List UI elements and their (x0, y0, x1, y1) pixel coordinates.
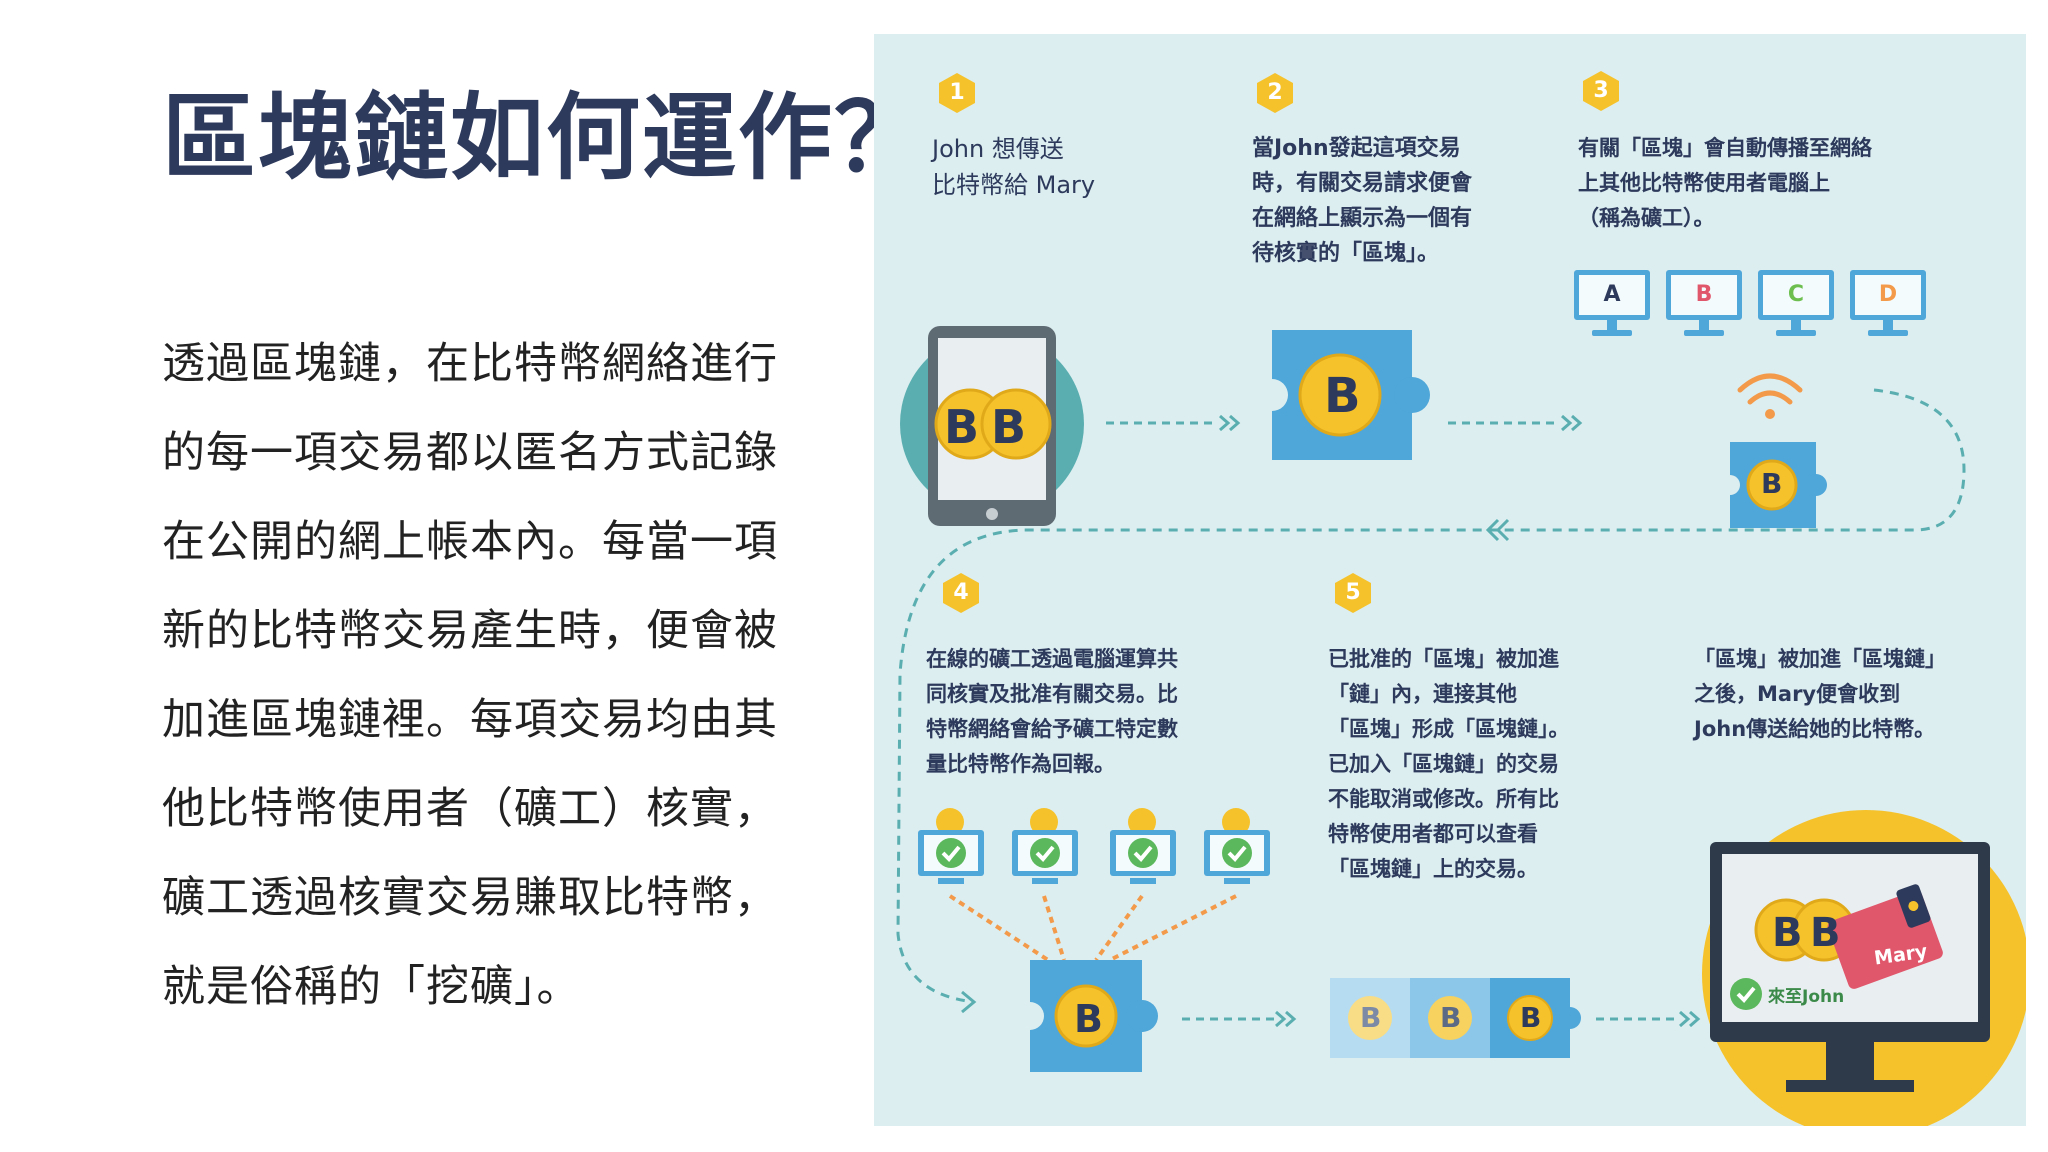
body-line: 新的比特幣交易產生時，便會被 (162, 606, 778, 656)
bitcoin-coin-icon: B (1810, 910, 1841, 956)
step-2-badge: 2 (1254, 72, 1296, 114)
step-5-badge: 5 (1332, 572, 1374, 614)
arrow-icon (1182, 1010, 1297, 1028)
bitcoin-coin-icon: B (991, 400, 1027, 454)
from-label: 來至John (1768, 987, 1845, 1007)
bitcoin-coin-icon: B (1360, 1001, 1382, 1034)
arrow-icon (1106, 414, 1241, 432)
step-3-caption: 有關「區塊」會自動傳播至網絡 上其他比特幣使用者電腦上 （稱為礦工）。 (1578, 136, 1872, 230)
body-line: 就是俗稱的「挖礦」。 (162, 962, 581, 1012)
body-line: 的每一項交易都以匿名方式記錄 (162, 428, 778, 478)
slide-title: 區塊鏈如何運作？ (162, 84, 931, 193)
miner-monitor-icon: B (1666, 270, 1742, 342)
bitcoin-coin-icon: B (944, 400, 980, 454)
body-line: 加進區塊鏈裡。每項交易均由其 (162, 695, 778, 745)
step-6-caption: 「區塊」被加進「區塊鏈」 之後，Mary便會收到 John傳送給她的比特幣。 (1694, 647, 1946, 741)
miner-monitor-icon: A (1574, 270, 1650, 342)
step-2-caption: 當John發起這項交易 時，有關交易請求便會 在網絡上顯示為一個有 待核實的「區… (1252, 136, 1473, 266)
bitcoin-coin-icon: B (1772, 910, 1803, 956)
broadcast-icon (1720, 373, 1827, 528)
miner-monitor-icon: D (1850, 270, 1926, 342)
bitcoin-coin-icon: B (1324, 368, 1361, 424)
body-line: 礦工透過核實交易賺取比特幣， (162, 873, 778, 923)
bitcoin-coin-icon: B (1520, 1001, 1542, 1034)
step-3-badge: 3 (1580, 70, 1622, 112)
miner-monitor-icon: C (1758, 270, 1834, 342)
step-5-caption: 已批准的「區塊」被加進 「鏈」內，連接其他 「區塊」形成「區塊鏈」。 已加入「區… (1328, 647, 1570, 881)
step-4-caption: 在線的礦工透過電腦運算共 同核實及批准有關交易。比 特幣網絡會給予礦工特定數 量… (926, 647, 1178, 776)
arrow-icon (1448, 414, 1583, 432)
step-1-badge: 1 (936, 72, 978, 114)
body-line: 在公開的網上帳本內。每當一項 (162, 517, 778, 567)
miners-verify-icon (918, 808, 1270, 1072)
blockchain-icon (1330, 978, 1581, 1058)
step-4-badge: 4 (940, 572, 982, 614)
body-text: 透過區塊鏈，在比特幣網絡進行 的每一項交易都以匿名方式記錄 在公開的網上帳本內。… (162, 334, 842, 1046)
step-1-caption: John 想傳送 比特幣給 Mary (932, 135, 1096, 199)
body-line: 他比特幣使用者（礦工）核實， (162, 784, 778, 834)
bitcoin-coin-icon: B (1440, 1001, 1462, 1034)
bitcoin-coin-icon: B (1074, 997, 1103, 1041)
body-line: 透過區塊鏈，在比特幣網絡進行 (162, 339, 778, 389)
arrow-icon (1596, 1010, 1701, 1028)
receiver-monitor-icon (1702, 810, 2026, 1126)
blockchain-infographic: 1 2 3 4 5 John 想傳送 比特幣給 Mary 當John發起這項交易… (874, 34, 2026, 1126)
bitcoin-coin-icon: B (1761, 467, 1783, 500)
